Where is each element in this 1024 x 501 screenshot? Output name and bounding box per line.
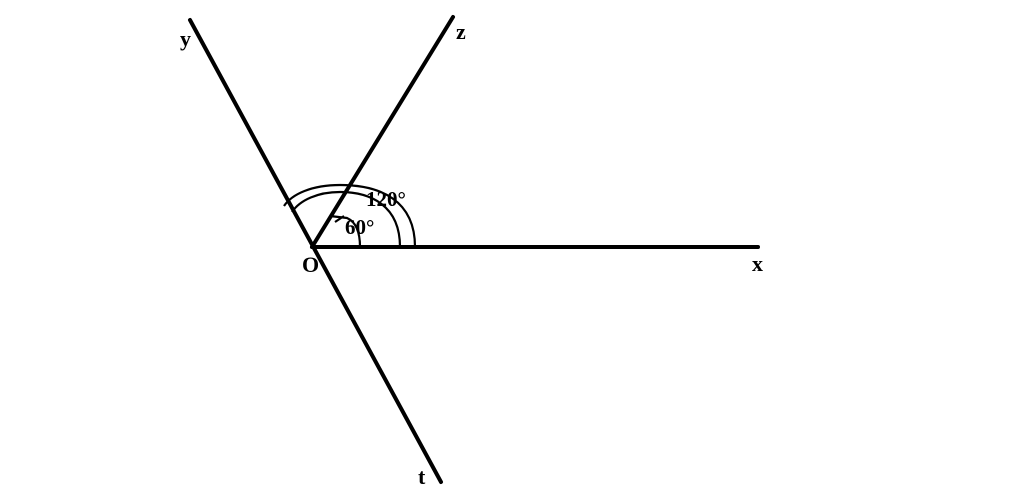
angle-tick-60 [334,215,345,223]
line-yt [188,18,443,484]
label-point-o: O [302,252,319,277]
label-angle-120: 120° [366,187,406,211]
angle-arc-60 [329,214,362,248]
label-point-x: x [752,251,763,276]
ray-oz [310,15,455,249]
label-angle-60: 60° [345,215,374,239]
angle-arc-120-outer [283,183,417,248]
angle-arc-120-inner [291,190,402,248]
label-point-y: y [180,26,191,51]
label-point-t: t [418,464,426,489]
label-point-z: z [456,19,466,44]
